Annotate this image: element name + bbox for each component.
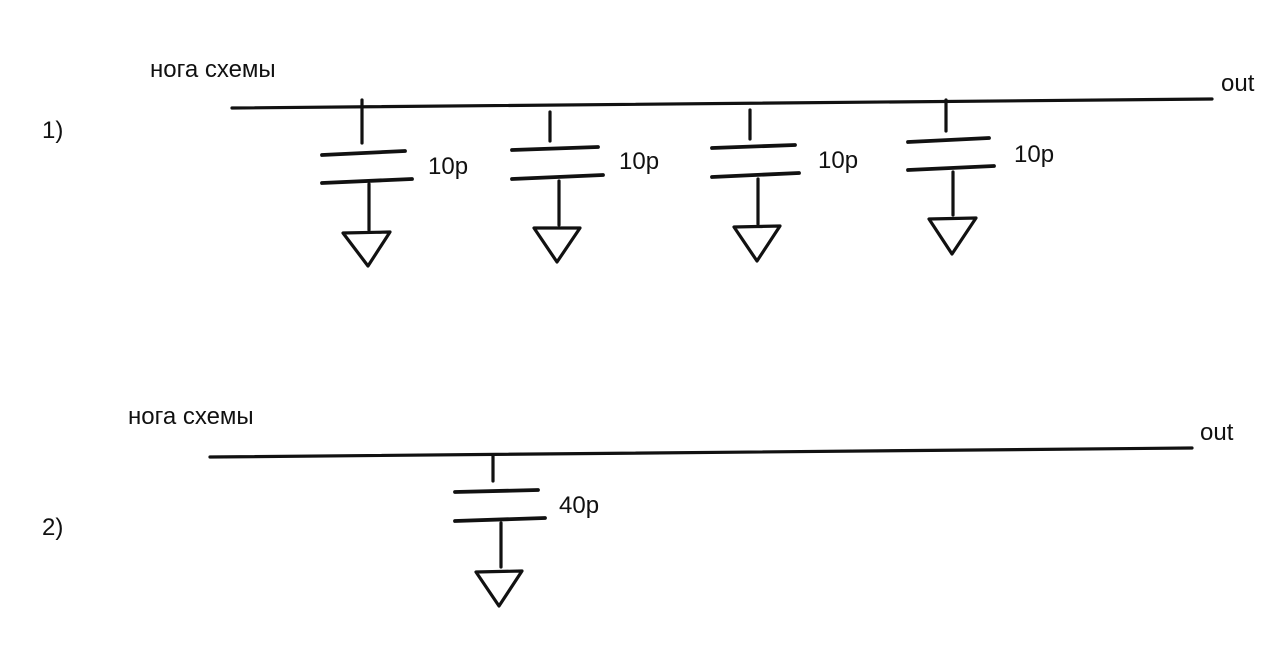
capacitor-plate-top [320,149,407,157]
capacitor-symbol [453,454,547,608]
capacitor-plate-top [906,136,991,144]
circuit-1 [230,97,1214,268]
capacitor-plate-top [710,143,797,150]
capacitor-value-label: 10p [818,147,859,174]
circuit-2-output-label: out [1200,419,1234,446]
capacitor-symbol [510,110,605,264]
circuit-1-output-label: out [1221,70,1255,97]
capacitor-value-label: 10p [1014,141,1055,168]
capacitor-symbol [320,98,414,268]
capacitor-plate-top [453,488,540,494]
capacitor-value-label: 10p [619,148,660,175]
capacitor-value-label: 10p [428,153,469,180]
capacitor-symbol [906,98,996,256]
capacitor-plate-bottom [510,173,605,181]
capacitor-plate-bottom [710,171,801,179]
capacitor-symbol [710,108,801,263]
circuit-2-main-wire [208,446,1194,459]
capacitor-value-label: 40p [559,492,600,519]
circuit-1-input-label: нога схемы [150,56,276,83]
ground-icon [927,216,978,256]
ground-icon [474,569,524,608]
capacitor-plate-bottom [906,164,996,172]
capacitor-plate-top [510,145,600,152]
ground-icon [532,226,582,264]
circuit-2 [208,446,1194,608]
circuit-2-input-label: нога схемы [128,403,254,430]
ground-icon [732,224,782,263]
circuit-2-number: 2) [42,514,64,541]
ground-icon [341,230,392,268]
capacitor-plate-bottom [320,177,414,185]
circuit-1-main-wire [230,97,1214,110]
capacitor-plate-bottom [453,516,547,523]
circuit-1-number: 1) [42,117,64,144]
